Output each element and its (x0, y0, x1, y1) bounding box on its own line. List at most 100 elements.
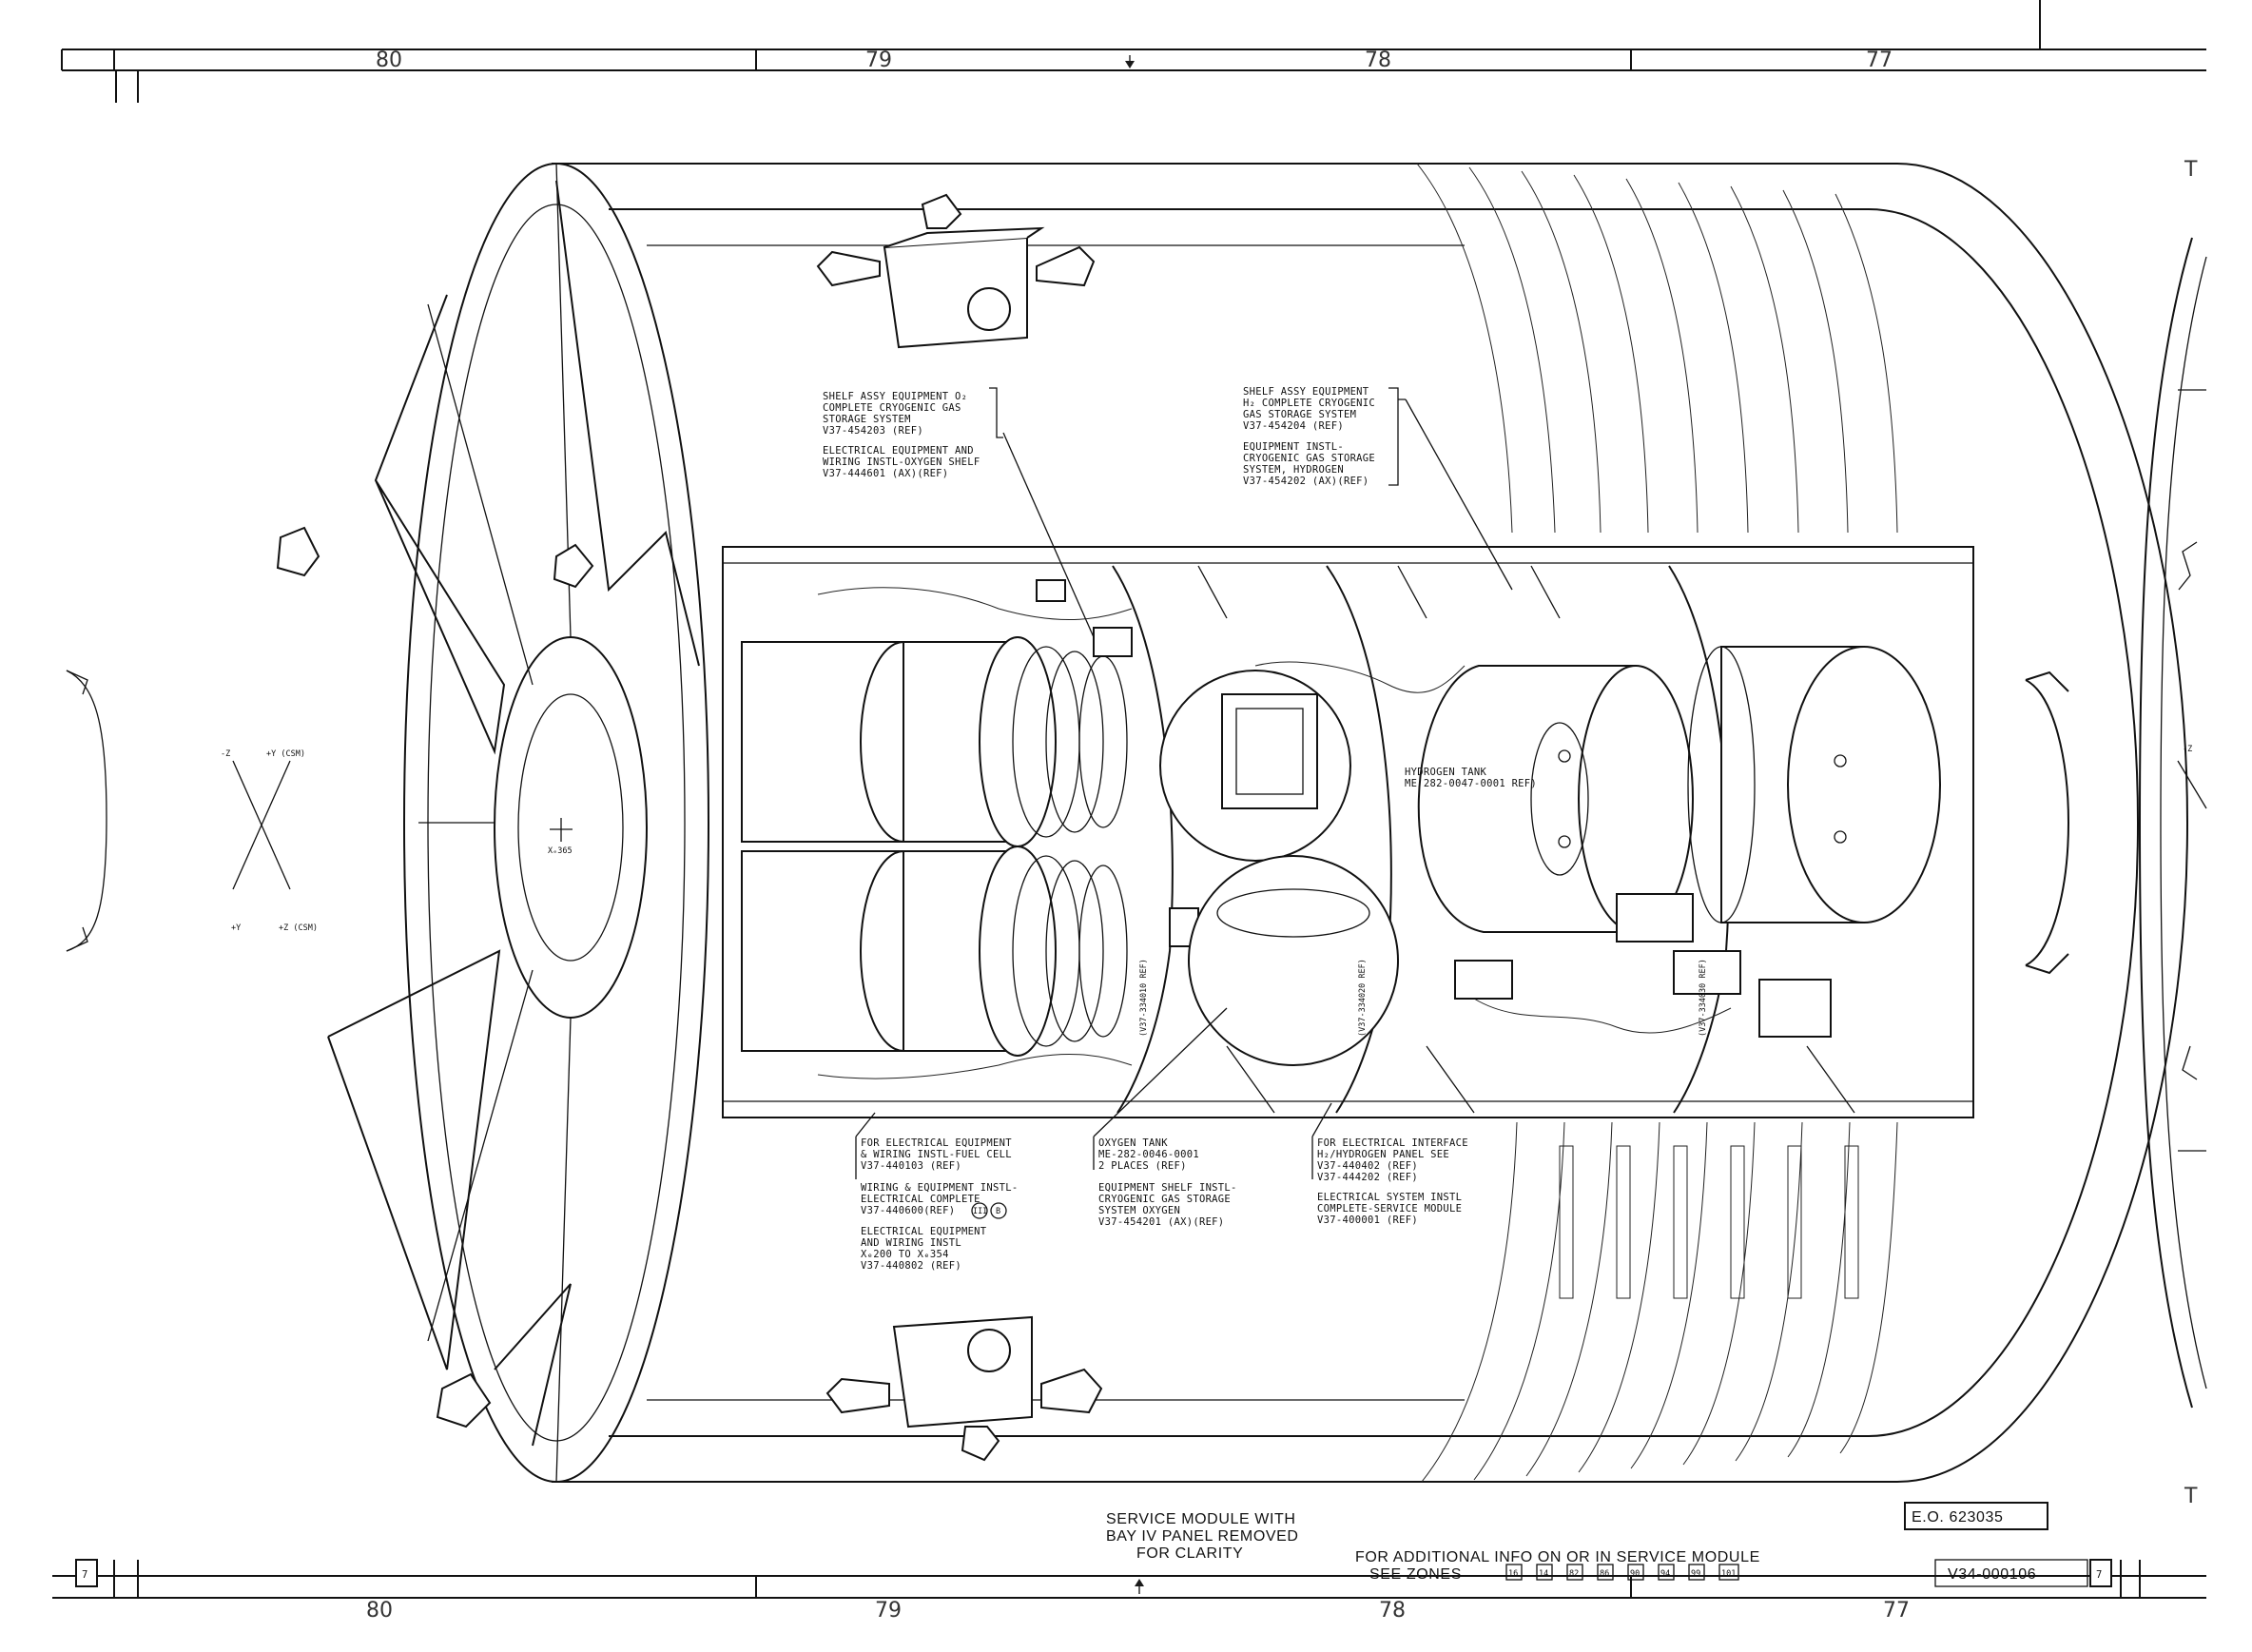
additional-info: FOR ADDITIONAL INFO ON OR IN SERVICE MOD… (1355, 1549, 1760, 1583)
callout-line: GAS STORAGE SYSTEM (1243, 409, 1356, 420)
badge-label: III (973, 1207, 987, 1216)
callout-line: AND WIRING INSTL (861, 1237, 961, 1249)
axis-label: -Z (2183, 745, 2192, 754)
callout-line: H₂ COMPLETE CRYOGENIC (1243, 398, 1375, 409)
zone-label: 80 (366, 1599, 393, 1623)
drawing-number: V34-000106 (1948, 1566, 2036, 1583)
shelf-ref: (V37-334030 REF) (1699, 959, 1708, 1037)
callout-line: V37-440402 (REF) (1317, 1160, 1418, 1172)
callout-line: V37-440802 (REF) (861, 1260, 961, 1272)
see-zones-label: SEE ZONES (1369, 1566, 1462, 1583)
callout-line: ELECTRICAL EQUIPMENT (861, 1226, 987, 1237)
callout-line: ELECTRICAL SYSTEM INSTL (1317, 1192, 1462, 1203)
valve-module (1454, 893, 1832, 1038)
bay-iv-opening (722, 546, 1974, 1118)
callout-line: SHELF ASSY EQUIPMENT (1243, 386, 1369, 398)
zone-boxes: 16 14 82 86 90 94 99 101 (1505, 1564, 1739, 1581)
callout-line: & WIRING INSTL-FUEL CELL (861, 1149, 1012, 1160)
station-label: Xₑ365 (548, 846, 573, 856)
zone-label: 79 (865, 49, 892, 72)
callout-line: V37-444601 (AX)(REF) (823, 468, 948, 479)
axis-label: +Y (CSM) (266, 749, 305, 759)
engineering-order-stamp: E.O. 623035 (1904, 1502, 2048, 1530)
callout-line: V37-454204 (REF) (1243, 420, 1344, 432)
axis-indicator: -Z +Y (CSM) +Y +Z (CSM) (221, 749, 318, 933)
oxygen-tank-lower (1188, 855, 1399, 1066)
callout-line: V37-400001 (REF) (1317, 1215, 1418, 1226)
oxygen-tank-upper (1159, 670, 1351, 862)
zone-ref: 101 (1721, 1569, 1736, 1579)
callout-line: SYSTEM, HYDROGEN (1243, 464, 1344, 476)
callout-line: CRYOGENIC GAS STORAGE (1243, 453, 1375, 464)
fuel-cell-upper (741, 636, 1128, 847)
zone-label: 77 (1883, 1599, 1910, 1623)
callout-line: OXYGEN TANK (1098, 1137, 1168, 1149)
callout-line: EQUIPMENT INSTL- (1243, 441, 1344, 453)
caption-line: FOR CLARITY (1136, 1545, 1243, 1562)
axis-label: +Z (CSM) (279, 923, 318, 933)
zone-label: 78 (1379, 1599, 1406, 1623)
callout-line: ME 282-0047-0001 REF) (1405, 778, 1537, 789)
axis-label: -Z (221, 749, 230, 759)
edge-mark: T (2184, 158, 2198, 182)
hydrogen-tank-1 (1417, 665, 1694, 933)
callout-line: V37-440103 (REF) (861, 1160, 961, 1172)
callout-line: WIRING INSTL-OXYGEN SHELF (823, 457, 980, 468)
callout-hydrogen-tank: HYDROGEN TANK ME 282-0047-0001 REF) (1405, 767, 1537, 789)
top-zone-strip: 80 79 78 77 (61, 0, 2206, 103)
callout-fuel-cell: FOR ELECTRICAL EQUIPMENT & WIRING INSTL-… (855, 1112, 1019, 1272)
zone-ref: 16 (1508, 1569, 1518, 1579)
zone-ref: 86 (1600, 1569, 1609, 1579)
zone-ref: 94 (1660, 1569, 1670, 1579)
aft-bulkhead: -Z T T (2025, 158, 2207, 1508)
callout-line: SHELF ASSY EQUIPMENT O₂ (823, 391, 967, 402)
callout-line: V37-454203 (REF) (823, 425, 923, 437)
callout-line: V37-440600(REF) (861, 1205, 955, 1216)
zone-label: 78 (1365, 49, 1391, 72)
callout-line: COMPLETE CRYOGENIC GAS (823, 402, 961, 414)
rcs-quad-upper (816, 193, 1096, 349)
drawing-number-block: V34-000106 7 (1934, 1559, 2141, 1598)
service-module: Xₑ365 (276, 158, 2207, 1508)
callout-line: EQUIPMENT SHELF INSTL- (1098, 1182, 1237, 1194)
callout-electrical-interface: FOR ELECTRICAL INTERFACE H₂/HYDROGEN PAN… (1311, 1102, 1468, 1226)
callout-shelf-h2: SHELF ASSY EQUIPMENT H₂ COMPLETE CRYOGEN… (1243, 386, 1513, 591)
shelf-ref: (V37-334010 REF) (1139, 959, 1149, 1037)
bottom-zone-strip: 7 80 79 78 77 (52, 1559, 2206, 1623)
zone-label: 77 (1866, 49, 1893, 72)
callout-oxygen-tank: OXYGEN TANK ME-282-0046-0001 2 PLACES (R… (1093, 1007, 1237, 1228)
adapter-truss (276, 180, 700, 1447)
callout-line: ME-282-0046-0001 (1098, 1149, 1199, 1160)
info-text: FOR ADDITIONAL INFO ON OR IN SERVICE MOD… (1355, 1549, 1760, 1565)
callout-line: H₂/HYDROGEN PANEL SEE (1317, 1149, 1449, 1160)
axis-label: +Y (231, 923, 241, 933)
callout-line: FOR ELECTRICAL EQUIPMENT (861, 1137, 1012, 1149)
callout-line: WIRING & EQUIPMENT INSTL- (861, 1182, 1019, 1194)
callout-line: V37-454201 (AX)(REF) (1098, 1216, 1224, 1228)
view-caption: SERVICE MODULE WITH BAY IV PANEL REMOVED… (1106, 1511, 1299, 1562)
badge-label: B (996, 1207, 1000, 1216)
callout-line: V37-454202 (AX)(REF) (1243, 476, 1369, 487)
zone-ref: 99 (1691, 1569, 1700, 1579)
left-adjacent-view (66, 670, 107, 952)
callout-line: HYDROGEN TANK (1405, 767, 1486, 778)
shelf-reference-labels: (V37-334010 REF) (V37-334020 REF) (V37-3… (1139, 959, 1708, 1037)
rcs-quad-lower (825, 1315, 1103, 1462)
callout-line: 2 PLACES (REF) (1098, 1160, 1187, 1172)
hydrogen-tank-2 (1687, 646, 1941, 923)
callout-shelf-o2: SHELF ASSY EQUIPMENT O₂ COMPLETE CRYOGEN… (823, 387, 1095, 638)
caption-line: BAY IV PANEL REMOVED (1106, 1528, 1299, 1545)
callout-line: V37-444202 (REF) (1317, 1172, 1418, 1183)
callout-line: FOR ELECTRICAL INTERFACE (1317, 1137, 1468, 1149)
callout-line: ELECTRICAL EQUIPMENT AND (823, 445, 974, 457)
fuel-cell-lower (741, 845, 1128, 1057)
radiator-panel-lower (1421, 1121, 1898, 1483)
zone-ref: 90 (1630, 1569, 1640, 1579)
shelf-ref: (V37-334020 REF) (1358, 959, 1368, 1037)
zone-ref: 82 (1569, 1569, 1579, 1579)
callout-line: COMPLETE-SERVICE MODULE (1317, 1203, 1462, 1215)
callout-line: CRYOGENIC GAS STORAGE (1098, 1194, 1231, 1205)
edge-mark: T (2184, 1485, 2198, 1508)
zone-label: 79 (875, 1599, 902, 1623)
